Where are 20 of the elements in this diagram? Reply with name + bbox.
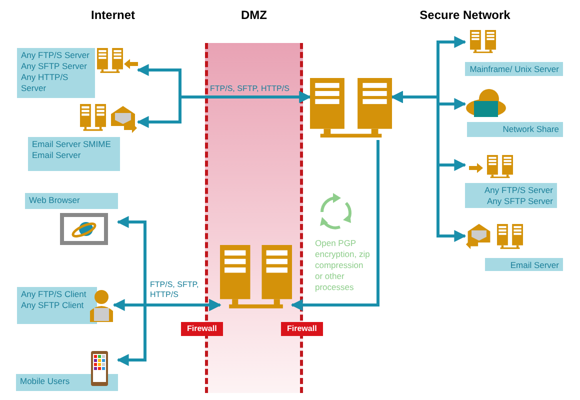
- edge-label: FTP/S, SFTP, HTTP/S: [150, 280, 200, 300]
- connector-arrow: [290, 140, 380, 311]
- connector-arrow: [116, 299, 222, 366]
- node-label-box: Network Share: [467, 122, 563, 137]
- connector-arrow: [136, 91, 312, 128]
- zone-heading: Internet: [90, 7, 136, 24]
- process-note: Open PGP encryption, zip compression or other processes: [315, 238, 370, 293]
- firewall-tag: Firewall: [181, 322, 223, 336]
- zone-heading: Secure Network: [418, 7, 512, 24]
- node-label-box: Email Server SMIME Email Server: [28, 137, 120, 171]
- zone-heading: DMZ: [240, 7, 268, 24]
- node-label-box: Web Browser: [25, 193, 118, 209]
- node-label-box: Email Server: [485, 258, 563, 271]
- node-label-box: Any FTP/S Server Any SFTP Server: [465, 183, 557, 208]
- node-label-box: Any FTP/S Client Any SFTP Client: [17, 287, 97, 324]
- node-label-box: Any FTP/S Server Any SFTP Server Any HTTP/S Server: [17, 48, 95, 98]
- edge-label: FTP/S, SFTP, HTTP/S: [210, 84, 290, 94]
- connector-arrow: [390, 91, 466, 242]
- node-label-box: Mainframe/ Unix Server: [465, 62, 563, 76]
- firewall-tag: Firewall: [281, 322, 323, 336]
